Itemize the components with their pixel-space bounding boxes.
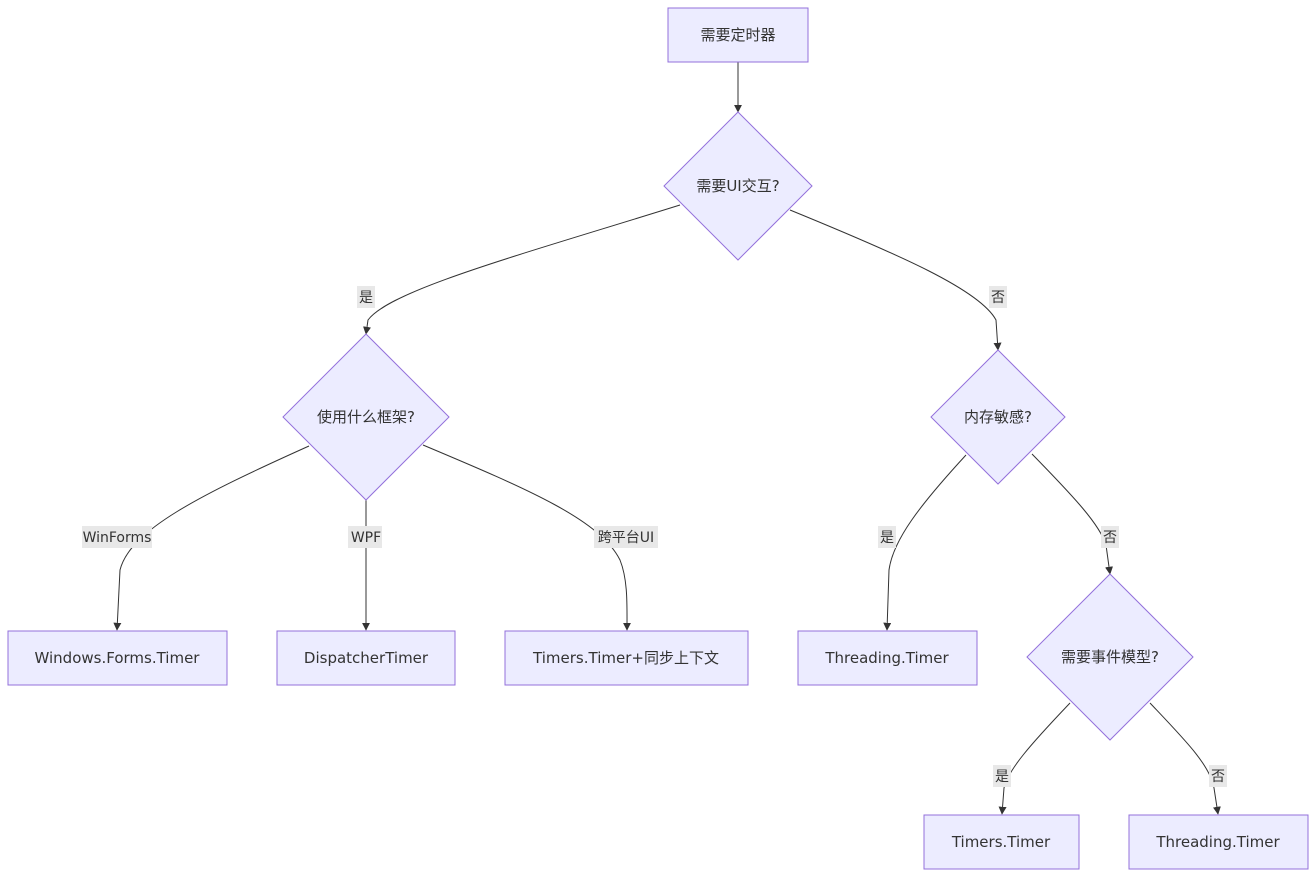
edge-ui-yes	[363, 204, 681, 335]
label-ui-yes: 是	[359, 290, 373, 306]
edge-fw-winforms	[113, 445, 310, 631]
decision-framework: 使用什么框架?	[282, 333, 450, 501]
node-winforms-timer-label: Windows.Forms.Timer	[35, 649, 201, 667]
node-timers-timer: Timers.Timer	[923, 814, 1080, 870]
decision-event-label: 需要事件模型?	[1061, 648, 1159, 666]
label-mem-no: 否	[1103, 530, 1117, 546]
node-timers-timer-label: Timers.Timer	[951, 833, 1051, 851]
edge-mem-yes	[883, 454, 967, 631]
label-mem-yes: 是	[880, 530, 894, 546]
decision-framework-label: 使用什么框架?	[317, 408, 415, 426]
decision-memory: 内存敏感?	[930, 349, 1066, 485]
node-winforms-timer: Windows.Forms.Timer	[7, 630, 228, 686]
label-ui-no: 否	[991, 290, 1005, 306]
edge-labels: 是 否 WinForms WPF 跨平台UI 是 否 是 否	[82, 286, 1227, 787]
node-dispatcher-timer: DispatcherTimer	[276, 630, 456, 686]
node-timers-sync-label: Timers.Timer+同步上下文	[532, 649, 719, 667]
node-start: 需要定时器	[667, 7, 809, 63]
edge-event-no	[1149, 702, 1221, 815]
edge-event-yes	[998, 702, 1071, 815]
edges	[113, 62, 1221, 815]
edge-ui-no	[789, 209, 1002, 351]
label-event-yes: 是	[995, 769, 1009, 785]
label-fw-cross: 跨平台UI	[598, 530, 654, 546]
label-fw-wpf: WPF	[351, 530, 381, 546]
node-threading-timer-b: Threading.Timer	[1128, 814, 1309, 870]
node-start-label: 需要定时器	[700, 26, 775, 44]
decision-memory-label: 内存敏感?	[964, 408, 1032, 426]
node-threading-timer-b-label: Threading.Timer	[1155, 833, 1280, 851]
decision-ui-label: 需要UI交互?	[696, 177, 779, 195]
label-event-no: 否	[1211, 769, 1225, 785]
node-threading-timer-a-label: Threading.Timer	[824, 649, 949, 667]
decision-ui: 需要UI交互?	[663, 111, 813, 261]
node-threading-timer-a: Threading.Timer	[797, 630, 978, 686]
edge-mem-no	[1031, 453, 1113, 575]
label-fw-winforms: WinForms	[83, 530, 152, 546]
node-timers-sync: Timers.Timer+同步上下文	[504, 630, 749, 686]
decision-event: 需要事件模型?	[1026, 573, 1194, 741]
node-dispatcher-timer-label: DispatcherTimer	[304, 649, 429, 667]
